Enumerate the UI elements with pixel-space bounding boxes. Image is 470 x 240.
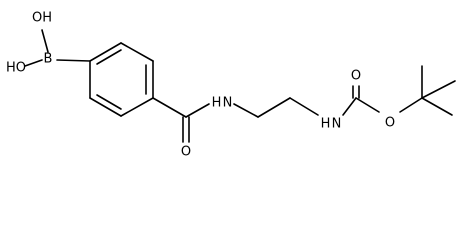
atom-amide-nh: H N — [212, 96, 233, 111]
bond-methyl-down — [421, 97, 453, 116]
bond-ring-carbonyl — [152, 97, 187, 118]
bond-o-quaternary-c — [399, 97, 423, 113]
atom-amide-oxygen: O — [181, 145, 191, 160]
ring-bond-4 — [120, 97, 154, 117]
bond-b-oh-top — [41, 29, 49, 53]
chemical-structure-diagram: OH HO B H N O H N O O — [6, 11, 456, 160]
boc-carbamate-group — [342, 65, 456, 116]
bond-carbonyl-o-ester — [355, 97, 380, 113]
ring-bond-2 — [120, 42, 154, 62]
ring-double-1 — [96, 49, 122, 65]
atom-carbamate-nh: H N — [321, 117, 342, 132]
amide-group — [152, 97, 210, 143]
atom-labels: OH HO B H N O H N O O — [6, 11, 395, 160]
bond-methyl-right — [421, 80, 456, 99]
bond-b-ring — [56, 59, 91, 62]
bond-ch2-ch2 — [257, 97, 291, 118]
ring-bond-1 — [89, 42, 122, 62]
bond-n-ch2 — [233, 103, 259, 118]
ring-double-3 — [96, 94, 122, 110]
atom-carbamate-carbonyl-oxygen: O — [351, 69, 361, 84]
bond-n-carbonyl — [342, 97, 357, 116]
bond-ch2-n — [289, 97, 319, 116]
bond-b-oh-left — [24, 59, 43, 67]
atom-oh-left: HO — [6, 61, 26, 76]
atom-carbamate-ester-oxygen: O — [385, 116, 395, 131]
boronic-acid-group — [24, 29, 91, 67]
atom-oh-top: OH — [32, 11, 52, 26]
ring-bond-5 — [89, 97, 122, 117]
benzene-ring — [89, 42, 154, 117]
bond-carbonyl-n — [185, 103, 210, 118]
ethylene-linker — [233, 97, 319, 118]
atom-boron: B — [44, 52, 53, 67]
